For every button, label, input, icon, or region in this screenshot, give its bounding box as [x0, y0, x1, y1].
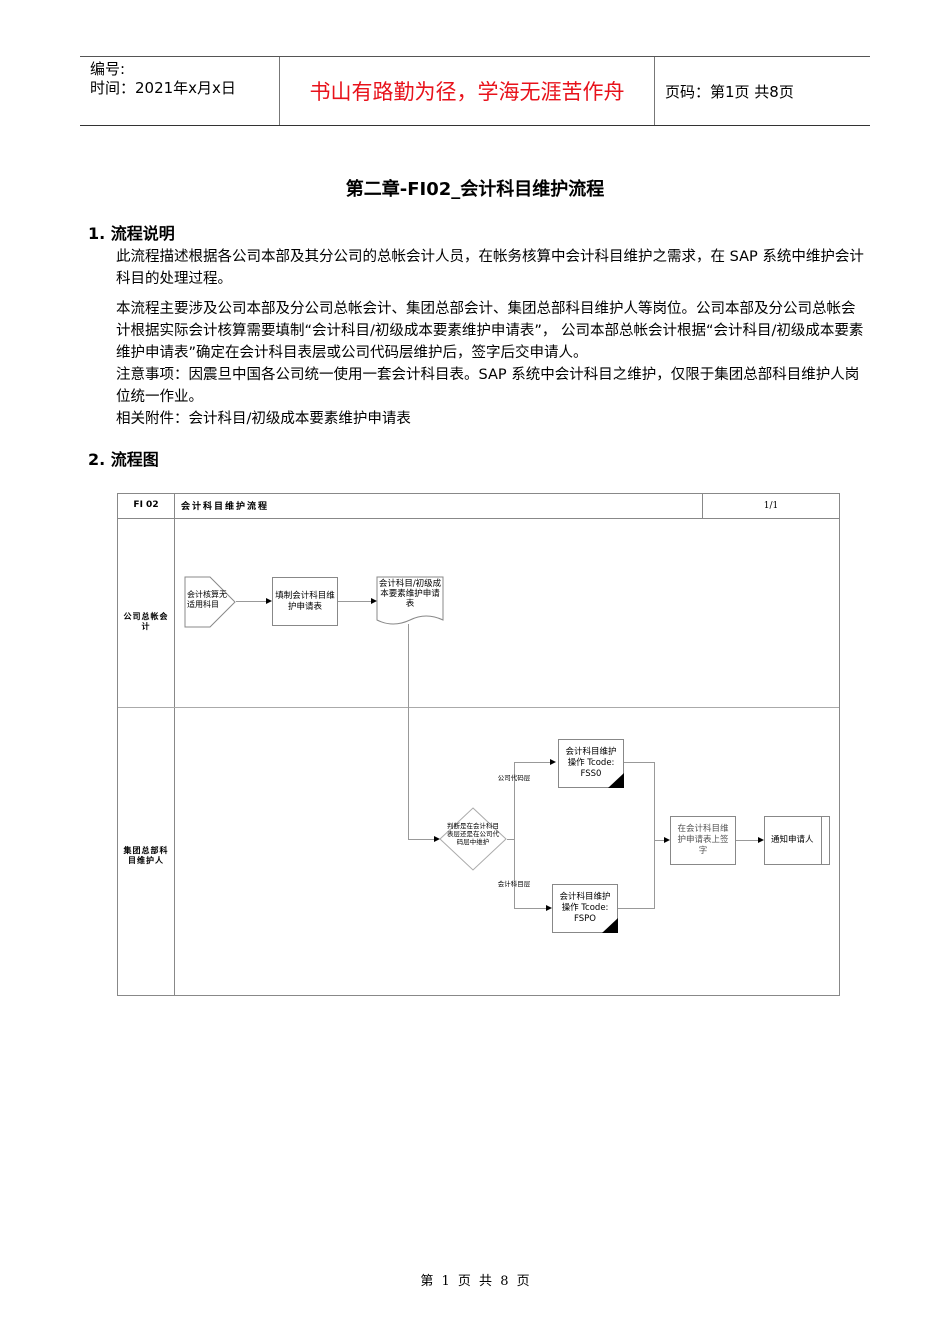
connector — [618, 908, 654, 909]
arrow-icon — [546, 905, 552, 911]
lane-label-company-accountant: 公司总帐会计 — [123, 612, 169, 631]
paragraph: 此流程描述根据各公司本部及其分公司的总帐会计人员，在帐务核算中会计科目维护之需求… — [116, 249, 864, 287]
paragraph: 本流程主要涉及公司本部及分公司总帐会计、集团总部会计、集团总部科目维护人等岗位。… — [116, 301, 864, 361]
fill-form-node: 填制会计科目维护申请表 — [272, 577, 338, 626]
connector — [514, 908, 548, 909]
lane-divider — [174, 494, 175, 995]
flowchart-code: FI 02 — [133, 500, 159, 510]
header-meta: 编号: 时间：2021年x月x日 — [80, 57, 280, 125]
header-motto: 书山有路勤为径，学海无涯苦作舟 — [280, 57, 655, 125]
sign-node: 在会计科目维护申请表上签字 — [670, 816, 736, 865]
notify-node: 通知申请人 — [764, 816, 830, 865]
arrow-icon — [758, 837, 764, 843]
start-node-label: 会计核算无适用科目 — [187, 590, 227, 609]
fss0-node: 会计科目维护操作 Tcode: FSS0 — [558, 739, 624, 788]
header-page-number: 页码：第1页 共8页 — [665, 82, 794, 101]
page-header: 编号: 时间：2021年x月x日 书山有路勤为径，学海无涯苦作舟 页码：第1页 … — [80, 56, 870, 126]
arrow-icon — [664, 837, 670, 843]
connector — [654, 762, 655, 909]
connector — [624, 762, 654, 763]
connector — [338, 601, 374, 602]
connector — [408, 624, 409, 839]
fss0-node-label: 会计科目维护操作 Tcode: FSS0 — [565, 747, 617, 779]
lane-separator — [118, 707, 839, 708]
connector — [507, 839, 514, 840]
section-description-body: 此流程描述根据各公司本部及其分公司的总帐会计人员，在帐务核算中会计科目维护之需求… — [116, 246, 866, 290]
edge-label-chart-of-accounts: 会计科目层 — [497, 880, 531, 888]
lane-label-group-maintainer: 集团总部科目维护人 — [123, 846, 169, 865]
connector — [654, 840, 666, 841]
paragraph-attachment: 相关附件：会计科目/初级成本要素维护申请表 — [116, 411, 411, 427]
connector — [736, 840, 758, 841]
document-shape — [376, 576, 444, 625]
connector — [514, 762, 552, 763]
fspo-node: 会计科目维护操作 Tcode: FSPO — [552, 884, 618, 933]
edge-label-company-code: 公司代码层 — [497, 774, 531, 782]
start-shape — [184, 576, 236, 628]
section-heading-description: 1. 流程说明 — [88, 224, 175, 243]
arrow-icon — [266, 598, 272, 604]
notify-node-bar — [821, 816, 822, 865]
header-divider — [702, 494, 703, 518]
arrow-icon — [371, 598, 377, 604]
document-title: 第二章-FI02_会计科目维护流程 — [345, 179, 605, 200]
decision-node-label: 判断是在会计科目表层还是在公司代码层中维护 — [447, 822, 499, 846]
flowchart: FI 02 会计科目维护流程 1/1 公司总帐会计 集团总部科目维护人 会计核算… — [117, 493, 840, 996]
section-heading-flowchart: 2. 流程图 — [88, 450, 159, 469]
connector — [236, 601, 269, 602]
page-footer: 第 1 页 共 8 页 — [420, 1274, 530, 1289]
time-label: 时间：2021年x月x日 — [90, 79, 236, 97]
arrow-icon — [550, 759, 556, 765]
flowchart-name: 会计科目维护流程 — [181, 502, 270, 512]
document-node-label: 会计科目/初级成本要素维护申请表 — [378, 579, 442, 609]
section-description-body-2: 本流程主要涉及公司本部及分公司总帐会计、集团总部会计、集团总部科目维护人等岗位。… — [116, 298, 866, 430]
corner-marker-icon — [602, 918, 618, 933]
fspo-node-label: 会计科目维护操作 Tcode: FSPO — [559, 892, 611, 924]
flowchart-header — [118, 494, 839, 519]
paragraph-note: 注意事项：因震旦中国各公司统一使用一套会计科目表。SAP 系统中会计科目之维护，… — [116, 367, 860, 405]
arrow-icon — [434, 836, 440, 842]
decision-shape — [439, 807, 507, 871]
connector — [408, 839, 436, 840]
connector — [514, 762, 515, 908]
number-label: 编号: — [90, 60, 126, 78]
corner-marker-icon — [608, 773, 624, 788]
flowchart-page: 1/1 — [763, 501, 779, 511]
